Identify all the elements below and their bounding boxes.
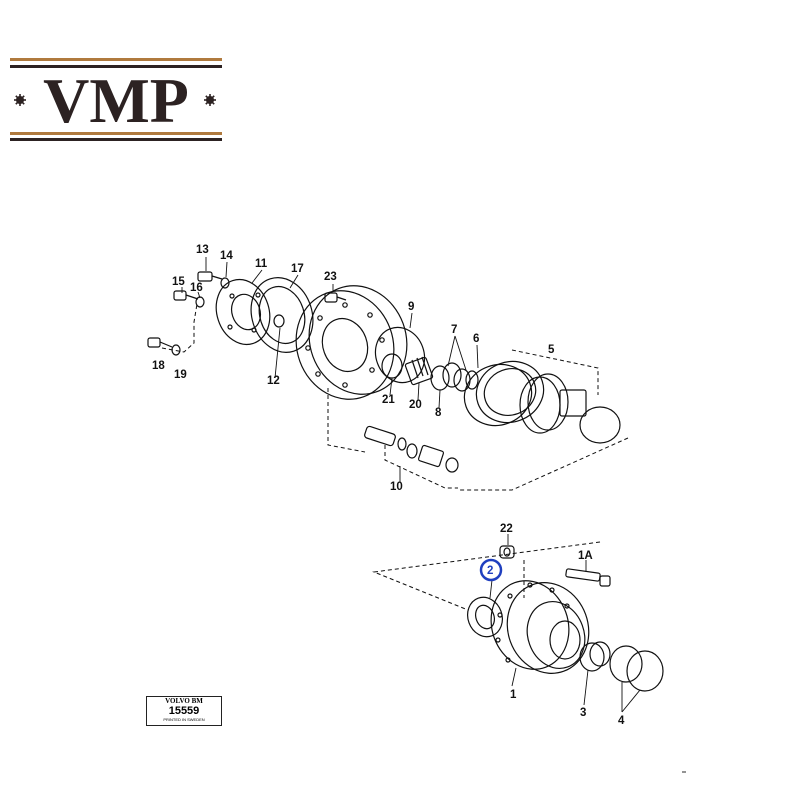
- lower-dashline: [372, 541, 601, 611]
- part-label-15: 15: [172, 276, 185, 288]
- stamp-number: 15559: [168, 705, 200, 717]
- part-label-2: 2: [487, 565, 493, 577]
- gear-hub-5: [519, 373, 587, 434]
- part-label-11: 11: [255, 258, 268, 270]
- part-label-5: 5: [548, 344, 555, 356]
- shaft-10-dashline-b: [384, 445, 458, 489]
- gasket-17: [250, 277, 314, 353]
- stamp-footer: PRINTED IN SWEDEN: [163, 717, 205, 722]
- logo-text: VMP: [43, 65, 189, 136]
- part-label-19: 19: [174, 369, 187, 381]
- bearing-2: [467, 596, 503, 638]
- shaft-10-dashline: [327, 388, 366, 453]
- bearing-8: [430, 362, 462, 391]
- part-label-3: 3: [580, 707, 586, 719]
- seal-4b: [626, 650, 664, 692]
- shaft-10: [364, 425, 459, 473]
- bearing-3: [579, 641, 611, 672]
- part-label-9: 9: [408, 301, 414, 313]
- washer-14: [220, 277, 230, 289]
- part-label-4: 4: [618, 715, 625, 727]
- part-label-14: 14: [220, 250, 233, 262]
- part-label-17: 17: [291, 263, 304, 275]
- planet-carrier-housing: [295, 285, 408, 400]
- bushing-22: [499, 545, 515, 559]
- bolt-1A: [565, 568, 611, 587]
- bolt-18-dashline: [161, 303, 198, 353]
- part-label-10: 10: [390, 481, 403, 493]
- bolt-5-bracket: [511, 349, 599, 395]
- ring-gear-6: [463, 360, 545, 427]
- washer-19: [171, 344, 181, 356]
- vmp-logo: VMP: [10, 58, 222, 141]
- part-label-1A: 1A: [578, 550, 593, 562]
- part-label-12: 12: [267, 375, 280, 387]
- drawing-stamp: VOLVO BM 15559 PRINTED IN SWEDEN: [146, 696, 222, 726]
- stamp-brand: VOLVO BM: [165, 697, 203, 705]
- wheel-hub-1: [490, 580, 590, 674]
- part-label-7: 7: [451, 324, 457, 336]
- part-label-8: 8: [435, 407, 442, 419]
- seal-4a: [609, 645, 643, 683]
- part-label-18: 18: [152, 360, 165, 372]
- bolt-15: [173, 290, 199, 301]
- highlight-circle-part-2: [479, 558, 503, 582]
- bolt-13: [197, 271, 223, 282]
- housing-dashline: [458, 437, 629, 491]
- o-ring-5: [579, 406, 621, 444]
- bolt-18: [147, 337, 173, 348]
- part-label-23: 23: [324, 271, 337, 283]
- sun-gear-20: [404, 356, 434, 386]
- gear-icon-left: [14, 94, 26, 106]
- plug-12: [273, 314, 285, 328]
- part-label-20: 20: [409, 399, 422, 411]
- part-label-22: 22: [500, 523, 513, 535]
- cover-11: [215, 279, 271, 345]
- gear-icon-right: [204, 94, 216, 106]
- part-label-1: 1: [510, 689, 517, 701]
- part-label-21: 21: [382, 394, 395, 406]
- part-label-16: 16: [190, 282, 203, 294]
- part-label-6: 6: [473, 333, 479, 345]
- snap-ring-9: [374, 326, 426, 384]
- part-label-13: 13: [196, 244, 209, 256]
